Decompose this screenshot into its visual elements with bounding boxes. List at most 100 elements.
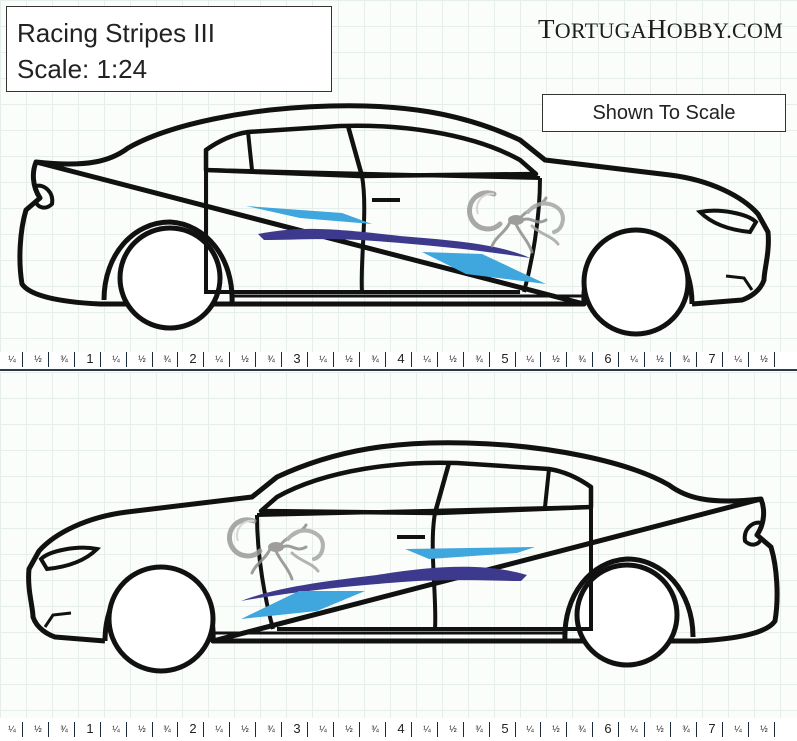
ruler-inch-label: 6 <box>604 351 612 366</box>
ruler-tick <box>722 352 723 367</box>
ruler-tick <box>618 722 619 737</box>
ruler-fraction-label: ½ <box>138 354 146 364</box>
stripe-dark-main <box>258 228 530 258</box>
ruler-tick <box>74 352 75 367</box>
ruler-fraction-label: ¼ <box>8 354 16 364</box>
ruler-tick <box>515 352 516 367</box>
ruler-tick <box>48 722 49 737</box>
ruler-fraction-label: ½ <box>449 354 457 364</box>
site-initial-t: T <box>538 14 555 44</box>
ruler-tick <box>463 352 464 367</box>
ruler-tick <box>670 722 671 737</box>
ruler-fraction-label: ¼ <box>734 724 742 734</box>
ruler-tick <box>100 352 101 367</box>
ruler-tick <box>670 352 671 367</box>
car-side-view-right <box>0 95 797 350</box>
car-outline-top <box>20 106 768 334</box>
ruler-fraction-label: ½ <box>656 724 664 734</box>
ruler-tick <box>644 722 645 737</box>
ruler-tick <box>618 352 619 367</box>
ruler-fraction-label: ¼ <box>526 724 534 734</box>
ruler-tick <box>74 722 75 737</box>
ruler-fraction-label: ¾ <box>682 354 690 364</box>
ruler-tick <box>463 722 464 737</box>
ruler-inch-label: 3 <box>293 721 301 736</box>
ruler-tick <box>411 722 412 737</box>
ruler-tick <box>540 352 541 367</box>
ruler-fraction-label: ¼ <box>423 724 431 734</box>
ruler-fraction-label: ½ <box>552 724 560 734</box>
ruler-fraction-label: ¼ <box>423 354 431 364</box>
ruler-tick <box>385 352 386 367</box>
ruler-fraction-label: ¾ <box>475 354 483 364</box>
car-side-view-left <box>0 432 797 687</box>
ruler-fraction-label: ¾ <box>682 724 690 734</box>
ruler-tick <box>203 352 204 367</box>
ruler-tick <box>126 722 127 737</box>
ruler-tick <box>696 352 697 367</box>
ruler-fraction-label: ¾ <box>578 724 586 734</box>
ruler-tick <box>748 352 749 367</box>
ruler-fraction-label: ½ <box>760 724 768 734</box>
ruler-tick <box>48 352 49 367</box>
ruler-fraction-label: ¼ <box>319 354 327 364</box>
site-link[interactable]: TORTUGAHOBBY.COM <box>538 14 783 45</box>
ruler-fraction-label: ½ <box>552 354 560 364</box>
ruler-fraction-label: ¾ <box>267 724 275 734</box>
scorpion-logo-icon-b <box>229 520 322 579</box>
ruler-inch-label: 2 <box>189 351 197 366</box>
ruler-fraction-label: ¼ <box>526 354 534 364</box>
ruler-fraction-label: ½ <box>345 724 353 734</box>
ruler-fraction-label: ¾ <box>578 354 586 364</box>
ruler-tick <box>592 352 593 367</box>
ruler-fraction-label: ½ <box>241 354 249 364</box>
ruler-tick <box>229 722 230 737</box>
ruler-tick <box>489 352 490 367</box>
site-word-obby: OBBY.COM <box>666 18 784 43</box>
stripe-light-lower <box>422 252 546 284</box>
ruler-tick <box>566 722 567 737</box>
stripe-light-upper-b <box>405 547 535 559</box>
ruler-tick <box>126 352 127 367</box>
ruler-tick <box>255 722 256 737</box>
site-word-ortuga: ORTUGA <box>554 18 647 43</box>
ruler-inch-label: 2 <box>189 721 197 736</box>
ruler-tick <box>411 352 412 367</box>
car-outline-bottom <box>29 443 777 671</box>
ruler-tick <box>177 722 178 737</box>
ruler-tick <box>203 722 204 737</box>
ruler-tick <box>748 722 749 737</box>
ruler-tick <box>489 722 490 737</box>
ruler-fraction-label: ¾ <box>60 354 68 364</box>
ruler-fraction-label: ¾ <box>475 724 483 734</box>
ruler-tick <box>696 722 697 737</box>
ruler-fraction-label: ½ <box>345 354 353 364</box>
ruler-tick <box>359 722 360 737</box>
ruler-fraction-label: ½ <box>241 724 249 734</box>
title-box: Racing Stripes III Scale: 1:24 <box>6 6 332 92</box>
site-initial-h: H <box>646 14 667 44</box>
ruler-fraction-label: ¼ <box>112 354 120 364</box>
ruler-fraction-label: ½ <box>760 354 768 364</box>
ruler-fraction-label: ¾ <box>371 724 379 734</box>
ruler-inch-label: 3 <box>293 351 301 366</box>
ruler-inch-label: 6 <box>604 721 612 736</box>
ruler-inch-label: 4 <box>397 721 405 736</box>
ruler-tick <box>437 352 438 367</box>
ruler-tick <box>566 352 567 367</box>
stripe-light-lower-b <box>241 591 365 619</box>
ruler-tick <box>592 722 593 737</box>
ruler-inch-label: 5 <box>501 351 509 366</box>
ruler-tick <box>229 352 230 367</box>
ruler-fraction-label: ¼ <box>319 724 327 734</box>
ruler-fraction-label: ¾ <box>371 354 379 364</box>
ruler-fraction-label: ¼ <box>630 724 638 734</box>
ruler-fraction-label: ¼ <box>112 724 120 734</box>
ruler-fraction-label: ¼ <box>215 724 223 734</box>
ruler-tick <box>152 352 153 367</box>
ruler-fraction-label: ¼ <box>734 354 742 364</box>
ruler-fraction-label: ½ <box>34 354 42 364</box>
ruler-fraction-label: ½ <box>34 724 42 734</box>
